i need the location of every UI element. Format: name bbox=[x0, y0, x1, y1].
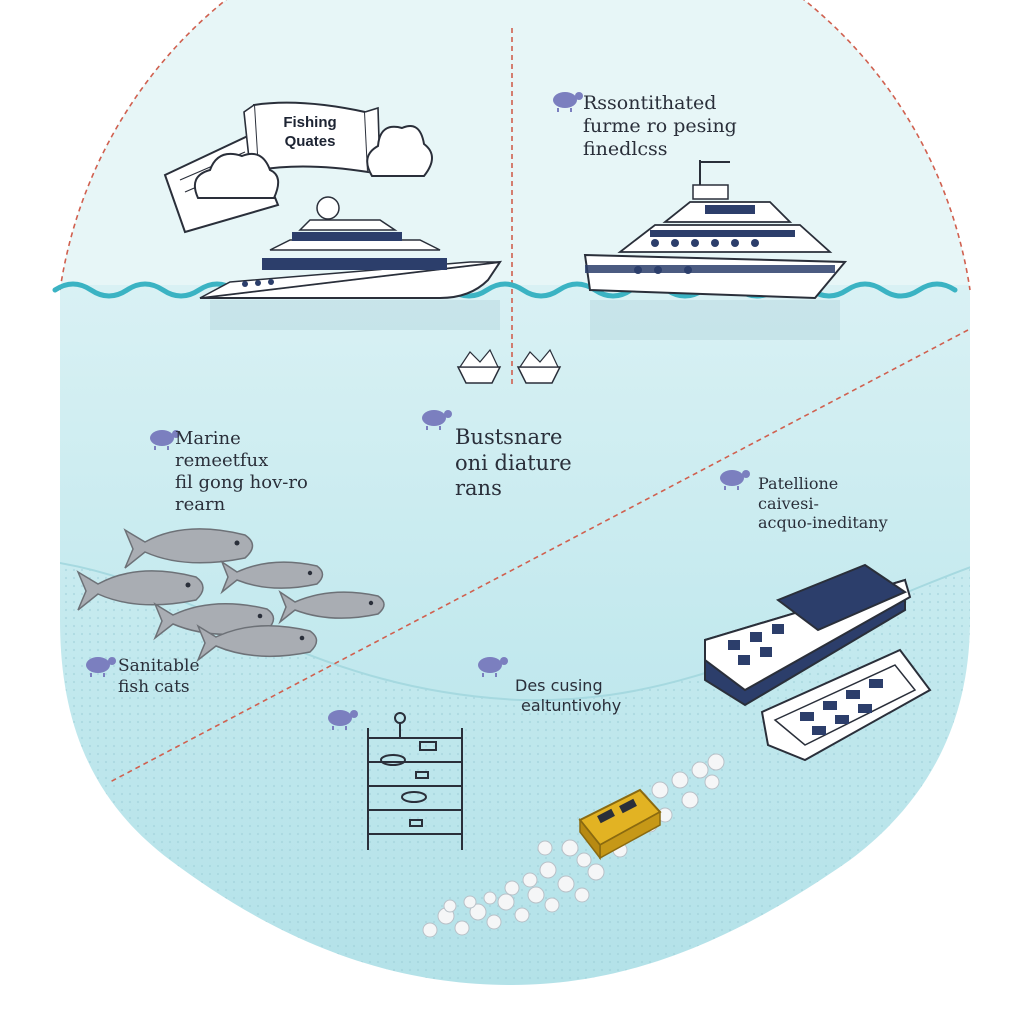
label-line: Sanitable bbox=[118, 656, 200, 676]
label-descusing: Des cusing ealtuntivohy bbox=[515, 676, 621, 715]
fish-icon bbox=[196, 624, 318, 663]
fish-ladder-icon bbox=[367, 712, 463, 850]
dome-sky bbox=[60, 0, 970, 290]
sheep-bullet-icon bbox=[553, 92, 583, 112]
label-line: fil gong hov-ro bbox=[175, 471, 308, 493]
gold-bar-icon bbox=[578, 788, 662, 861]
label-line: Marine bbox=[175, 428, 241, 449]
yacht-icon bbox=[199, 196, 503, 299]
label-line: Bustsnare bbox=[455, 425, 563, 449]
label-line: caivesi- bbox=[758, 493, 819, 513]
label-line: fish cats bbox=[118, 676, 190, 697]
pearl-pile-icon bbox=[422, 753, 725, 938]
label-line: ealtuntivohy bbox=[521, 695, 622, 715]
sheep-bullet-icon bbox=[328, 710, 358, 730]
bait-bowl-icon bbox=[516, 348, 562, 384]
cargo-barge-icon bbox=[704, 563, 912, 707]
sheep-bullet-icon bbox=[86, 657, 116, 677]
sheep-bullet-icon bbox=[478, 657, 508, 677]
sheep-bullet-icon bbox=[422, 410, 452, 430]
label-marine: Marine remeetfux fil gong hov-ro rearn bbox=[175, 428, 308, 516]
sheep-bullet-icon bbox=[720, 470, 750, 490]
label-top-right: Rssontithated furme ro pesing finedlcss bbox=[583, 92, 737, 162]
fish-icon bbox=[123, 528, 254, 569]
label-line: Rssontithated bbox=[583, 92, 717, 114]
label-line: Des cusing bbox=[515, 676, 603, 695]
fish-icon bbox=[76, 570, 204, 611]
cloud-icon bbox=[194, 152, 280, 199]
label-line: acquo-ineditany bbox=[758, 513, 888, 533]
boat-reflections bbox=[210, 300, 840, 340]
fish-icon bbox=[278, 590, 385, 625]
label-center: Bustsnare oni diature rans bbox=[455, 425, 572, 502]
dome-outline bbox=[59, 0, 971, 291]
label-line: remeetfux bbox=[175, 449, 269, 471]
bait-bowl-icon bbox=[456, 348, 502, 384]
sheep-bullet-icon bbox=[150, 430, 180, 450]
label-line: finedlcss bbox=[583, 138, 668, 161]
fish-icon bbox=[220, 560, 324, 595]
cargo-barge-icon bbox=[760, 648, 932, 762]
label-line: rans bbox=[455, 476, 502, 501]
banner-line-2: Quates bbox=[284, 132, 336, 150]
label-line: furme ro pesing bbox=[583, 115, 737, 138]
label-sustainable: Sanitable fish cats bbox=[118, 656, 200, 697]
banner-title: Fishing Quates bbox=[262, 114, 358, 152]
label-line: oni diature bbox=[455, 450, 572, 475]
fish-school bbox=[76, 528, 385, 663]
cloud-icon bbox=[366, 125, 433, 177]
banner-line-1: Fishing bbox=[283, 114, 337, 131]
label-patellione: Patellione caivesi- acquo-ineditany bbox=[758, 474, 888, 533]
label-line: rearn bbox=[175, 493, 226, 515]
trawler-icon bbox=[583, 160, 848, 300]
label-line: Patellione bbox=[758, 474, 839, 493]
